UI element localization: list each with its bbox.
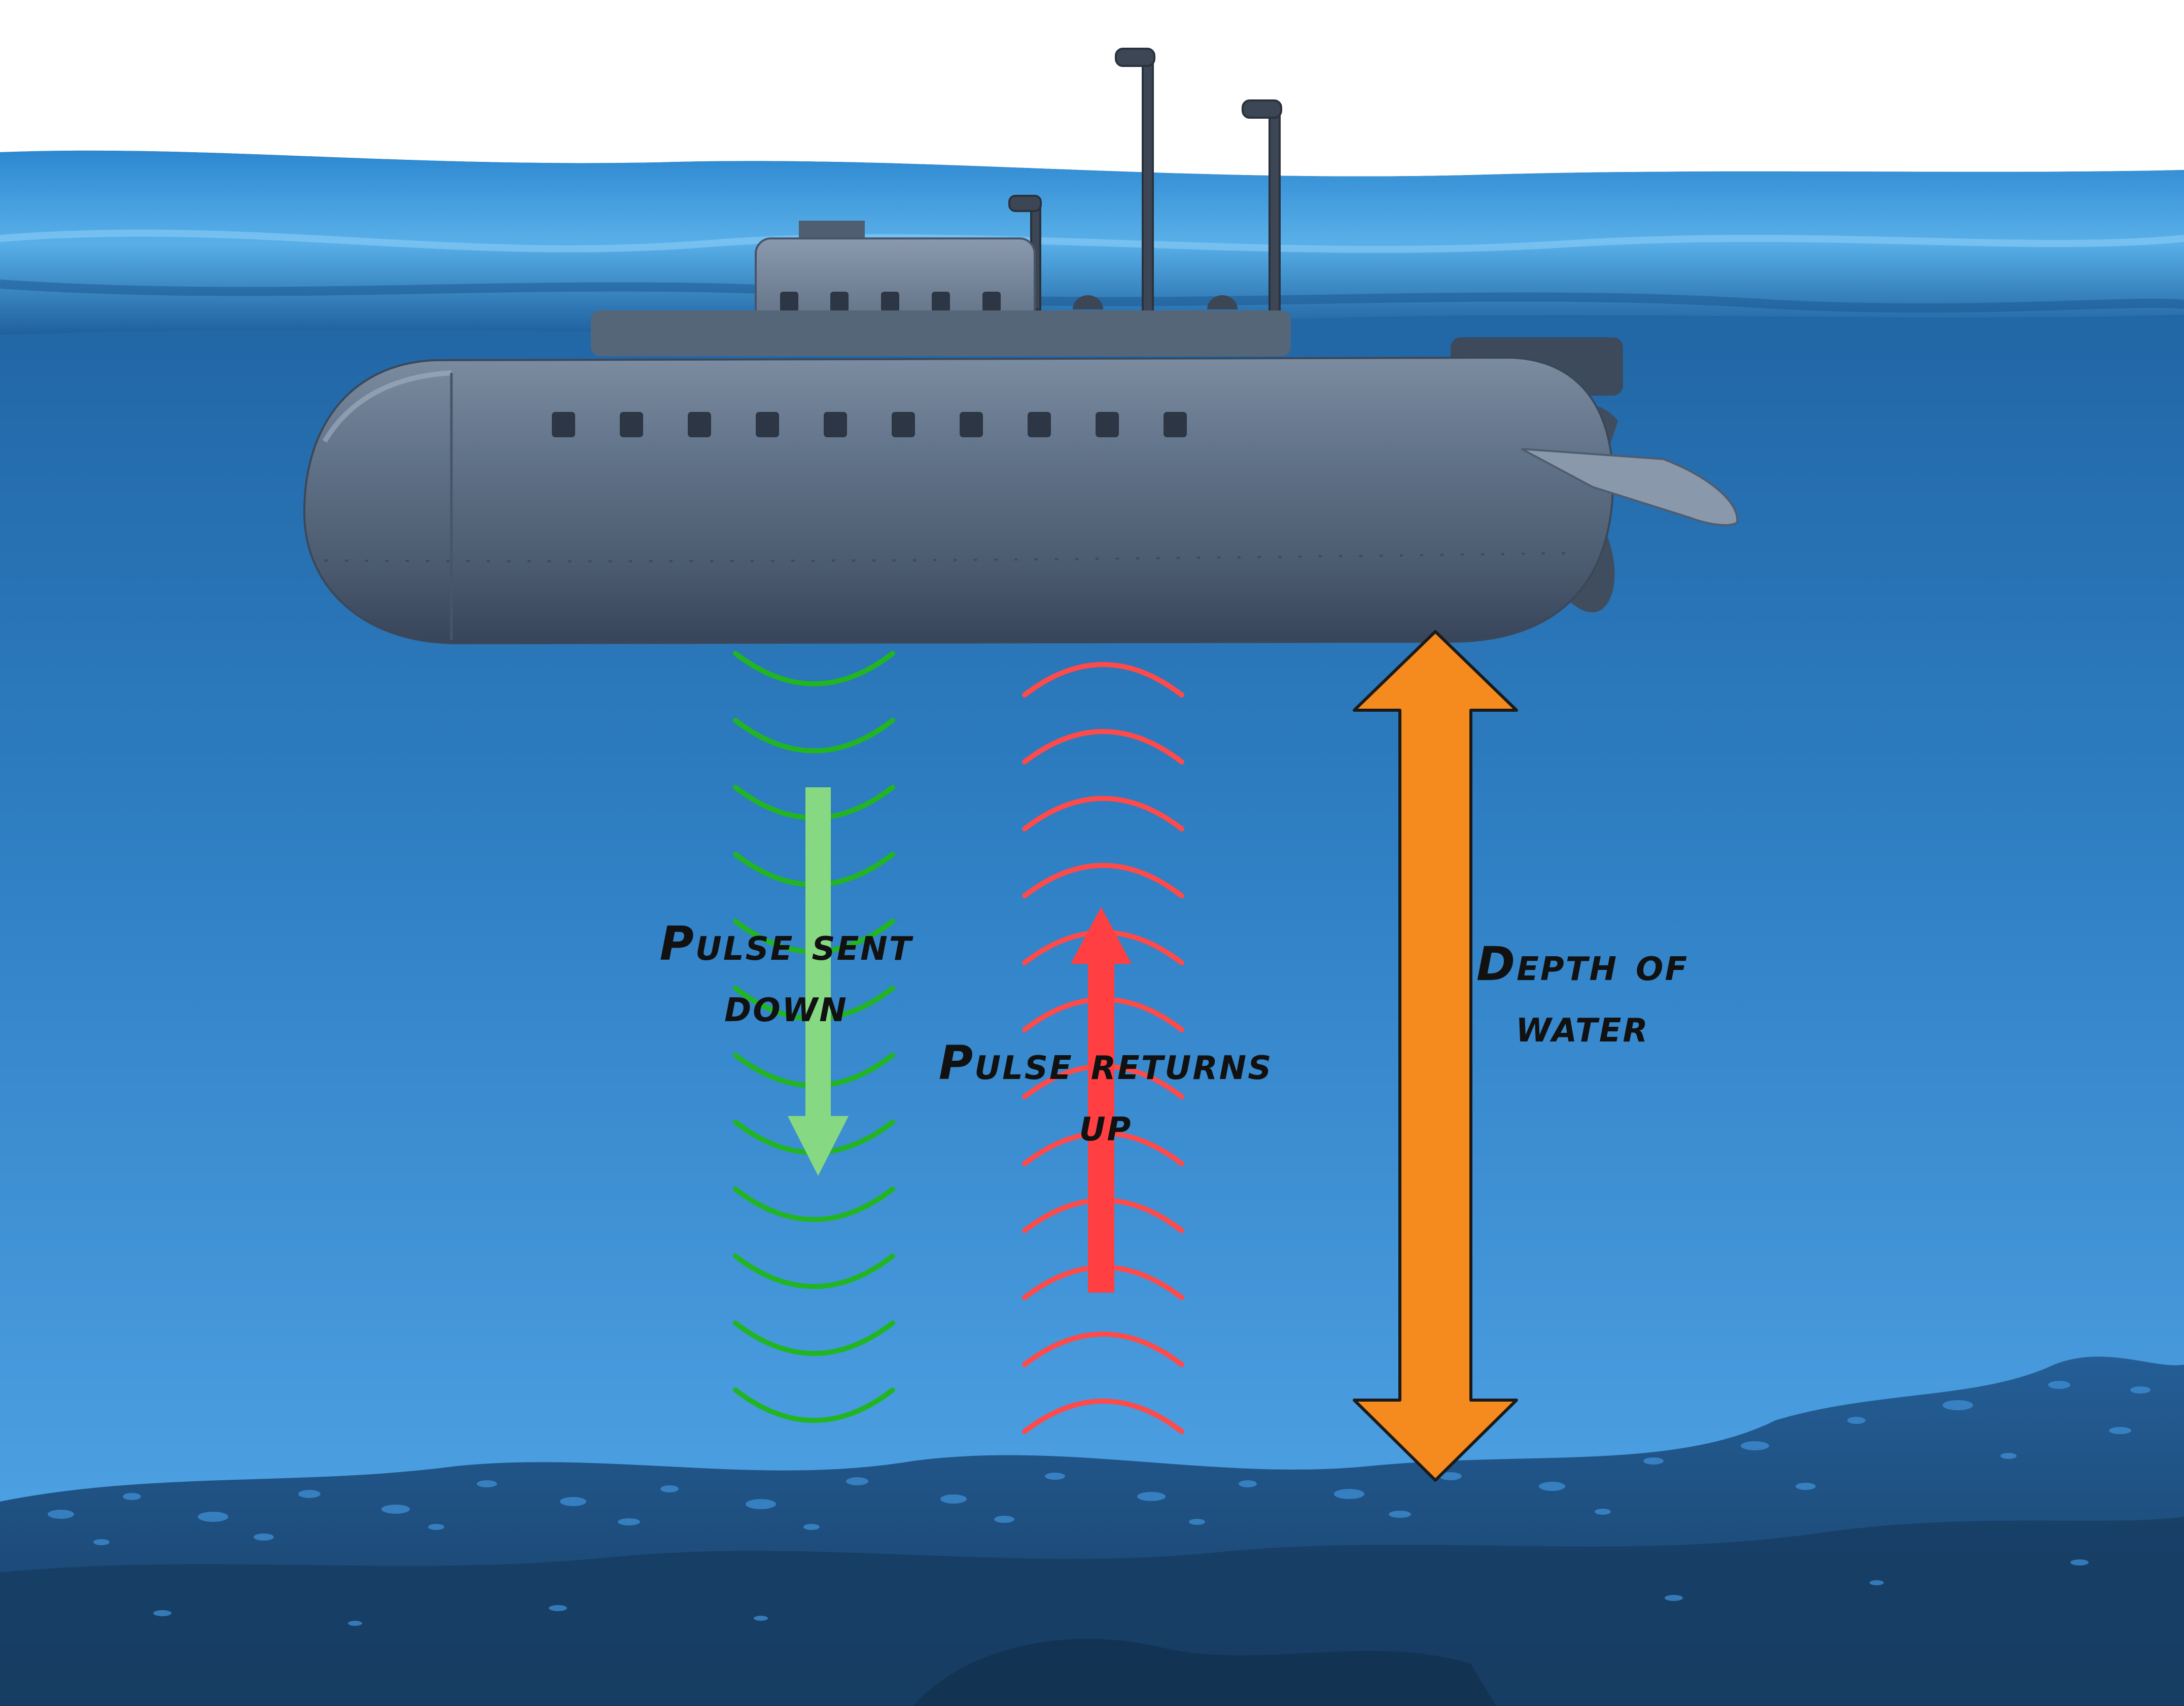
- pulse-down-label-line2: down: [724, 978, 848, 1033]
- surface-ripple: [0, 229, 2184, 253]
- depth-label-line1: Depth of: [1476, 937, 1689, 991]
- depth-arrow: [1353, 630, 1518, 1482]
- pulse-up-label: Pulse returns up: [903, 1032, 1309, 1156]
- pulse-down-label: Pulse sent down: [624, 913, 948, 1036]
- pulse-down-label-line1: Pulse sent: [659, 917, 913, 971]
- surface-ripple: [0, 280, 2184, 313]
- depth-label: Depth of water: [1446, 933, 1719, 1057]
- pulse-up-label-line2: up: [1079, 1097, 1133, 1152]
- depth-label-line2: water: [1516, 998, 1649, 1053]
- pulse-up-label-line1: Pulse returns: [938, 1036, 1273, 1090]
- pulse-down-arrow: [788, 787, 849, 1176]
- seabed-icon: [0, 1356, 2184, 1706]
- submarine-icon: [303, 48, 1739, 645]
- pulse-up-arrow: [1071, 907, 1132, 1293]
